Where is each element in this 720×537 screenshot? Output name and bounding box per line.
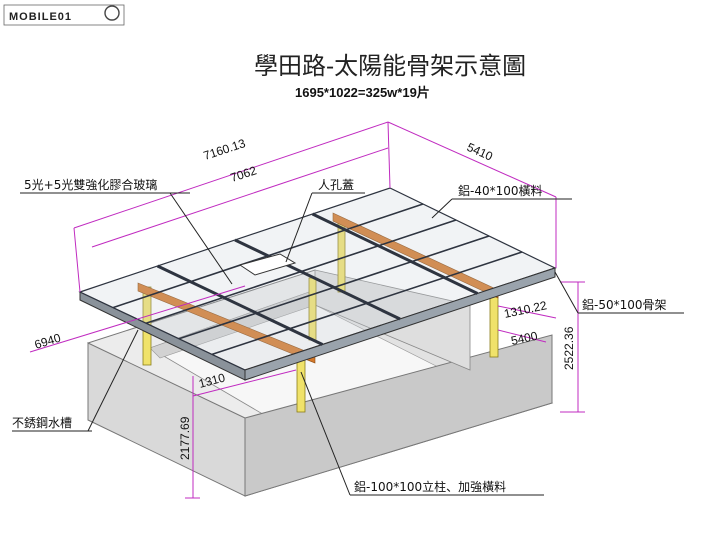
label-cross-beam: 鋁-40*100橫料 <box>458 184 543 198</box>
callouts <box>12 192 684 496</box>
logo-emblem-icon <box>104 5 120 21</box>
dim-base-width: 5400 <box>510 329 539 348</box>
mobile01-logo: MOBILE01 <box>3 4 125 26</box>
page-subtitle: 1695*1022=325w*19片 <box>295 85 430 100</box>
frame-purlin <box>112 203 424 309</box>
logo-text: MOBILE01 <box>9 11 72 23</box>
post-right <box>489 294 499 358</box>
dim-base-length: 6940 <box>33 331 63 352</box>
frame-rafter <box>156 264 324 346</box>
label-main-frame: 鋁-50*100骨架 <box>582 298 667 312</box>
frame-rafter <box>234 238 401 321</box>
page-title: 學田路-太陽能骨架示意圖 <box>254 52 526 80</box>
frame-purlin <box>145 219 457 324</box>
frame-purlin <box>211 251 523 356</box>
dim-right-offset: 1310.22 <box>503 298 549 321</box>
dim-length-inner: 7062 <box>229 163 259 185</box>
frame-grid <box>112 203 523 356</box>
dim-height-right: 2522.36 <box>562 326 576 370</box>
dim-length-outer: 7160.13 <box>202 136 248 163</box>
manhole-cover <box>238 253 297 276</box>
frame-purlin <box>178 235 490 340</box>
dim-height-left: 2177.69 <box>178 416 192 460</box>
dim-width-top: 5410 <box>465 140 495 164</box>
label-manhole: 人孔蓋 <box>318 178 354 192</box>
dimension-lines <box>29 121 585 499</box>
label-gutter: 不銹鋼水槽 <box>12 416 72 430</box>
dim-inner-offset: 1310 <box>197 370 227 391</box>
label-posts: 鋁-100*100立柱、加強橫料 <box>354 479 506 494</box>
label-glass: 5光+5光雙強化膠合玻璃 <box>24 177 157 192</box>
frame-rafter <box>311 212 479 295</box>
